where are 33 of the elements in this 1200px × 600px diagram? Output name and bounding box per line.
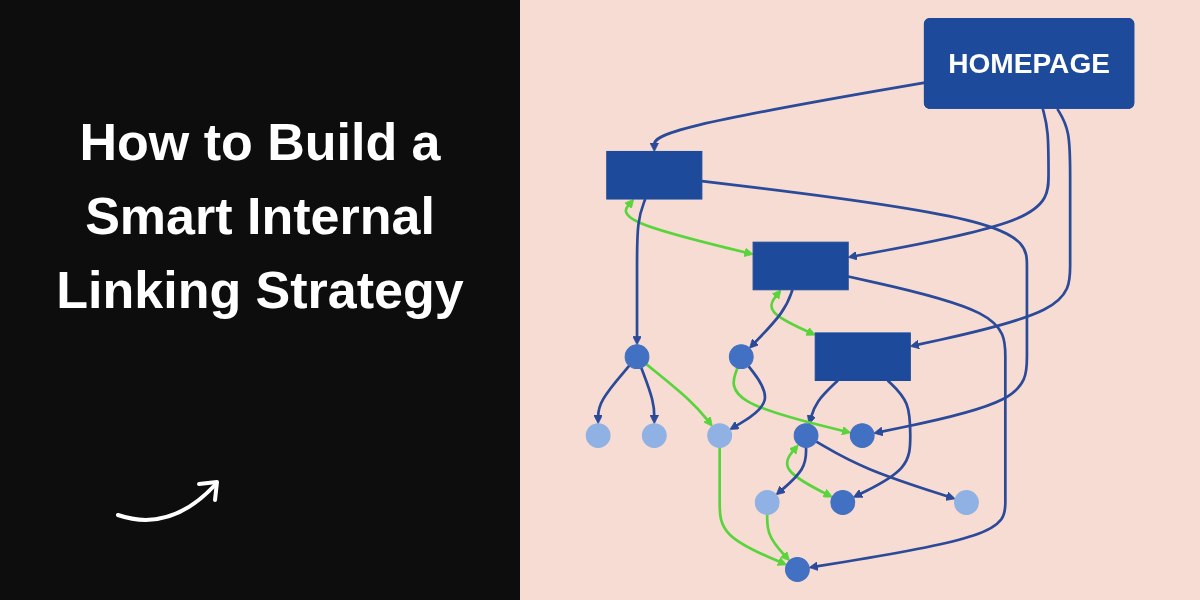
arrow bbox=[765, 514, 790, 562]
node-circle bbox=[849, 423, 875, 448]
node-circle bbox=[707, 423, 733, 448]
arrow bbox=[806, 379, 839, 425]
arrow bbox=[624, 198, 754, 257]
arrow bbox=[853, 379, 912, 498]
arrow bbox=[749, 289, 794, 349]
node-circle bbox=[585, 423, 611, 448]
node-circle bbox=[624, 344, 650, 370]
node-box bbox=[752, 241, 849, 291]
title: How to Build a Smart Internal Linking Strategy bbox=[55, 112, 465, 321]
arrow bbox=[732, 367, 852, 436]
arrow bbox=[640, 367, 660, 425]
node-circle bbox=[754, 490, 780, 515]
node-circle bbox=[785, 557, 810, 582]
arrow bbox=[815, 440, 956, 501]
node-box bbox=[814, 332, 911, 381]
arrow bbox=[775, 447, 808, 496]
node-circle bbox=[793, 423, 819, 448]
arrow bbox=[632, 198, 647, 346]
node-box bbox=[606, 150, 703, 200]
arrow bbox=[770, 289, 816, 336]
arrow bbox=[808, 275, 1007, 571]
arrow bbox=[718, 447, 787, 566]
node-circle bbox=[728, 344, 754, 370]
node-circle bbox=[641, 423, 667, 448]
arrow bbox=[729, 365, 767, 430]
arrow bbox=[593, 364, 631, 425]
node-circle bbox=[954, 490, 979, 515]
node-circle bbox=[830, 490, 856, 515]
arrow bbox=[701, 179, 1029, 437]
arrow bbox=[645, 363, 713, 427]
arrow bbox=[785, 444, 833, 498]
